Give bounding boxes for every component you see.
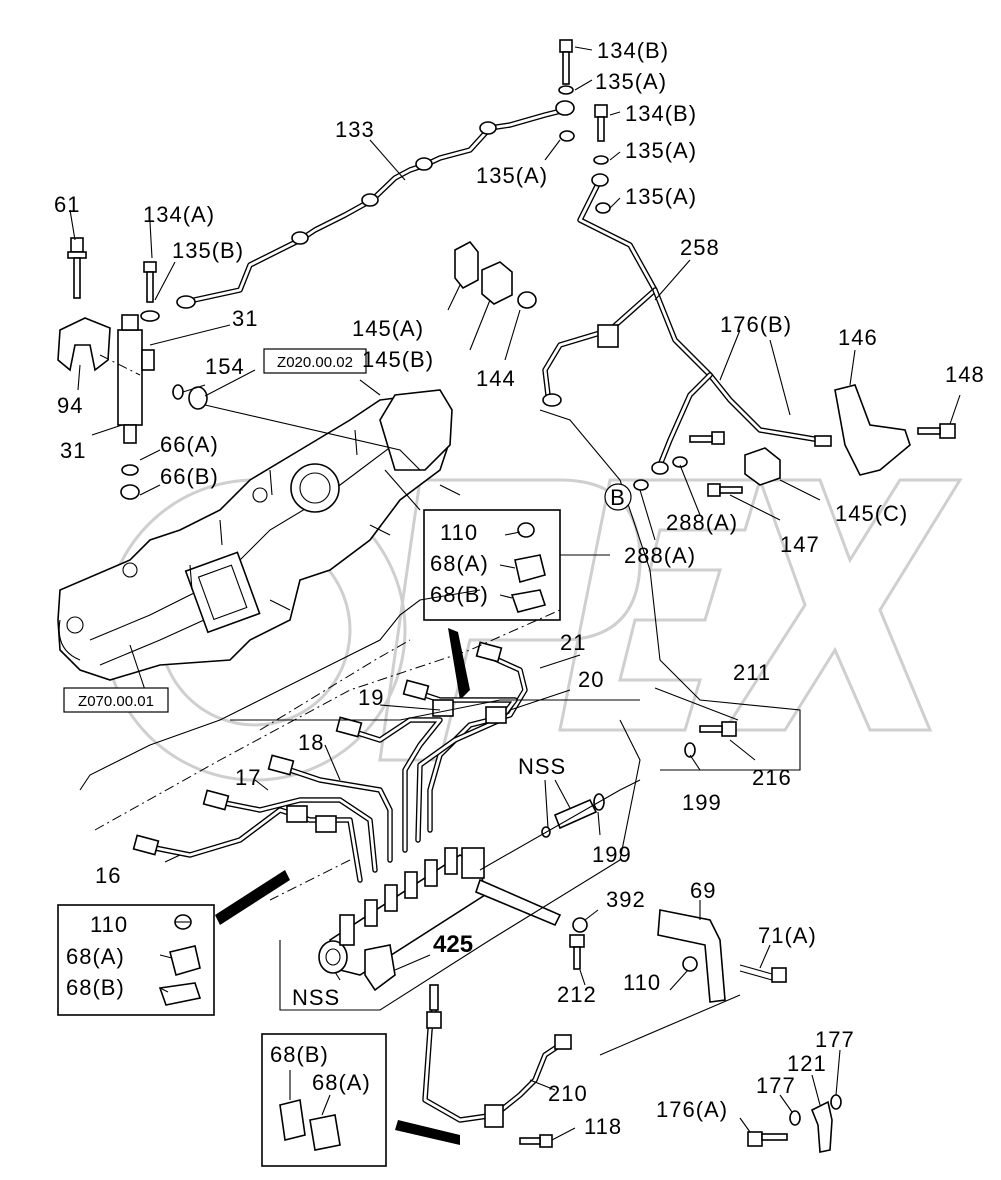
callout2-label-68b: 68(B)	[66, 975, 125, 1000]
label-110: 110	[623, 970, 661, 995]
label-212: 212	[557, 982, 597, 1007]
label-176b: 176(B)	[720, 312, 792, 337]
label-147: 147	[780, 532, 820, 557]
label-121: 121	[787, 1051, 827, 1076]
callout-box-3-labels: 68(B) 68(A)	[270, 1042, 371, 1095]
callout2-label-68a: 68(A)	[66, 944, 125, 969]
banjo-fittings	[176, 100, 575, 309]
label-148: 148	[945, 362, 985, 387]
label-145a: 145(A)	[352, 316, 424, 341]
leader-lines	[69, 46, 961, 1141]
label-145b: 145(B)	[362, 347, 434, 372]
label-210: 210	[548, 1081, 588, 1106]
bolt-216	[684, 721, 737, 758]
label-69: 69	[690, 878, 716, 903]
reference-z020-text: Z020.00.02	[277, 354, 353, 371]
part-labels: 61 94 31 31 154 134(A) 135(B) 66(A) 66(B…	[54, 38, 985, 1139]
label-288a-1: 288(A)	[666, 510, 738, 535]
bracket-69	[657, 909, 787, 1003]
marker-b: B	[604, 483, 632, 511]
return-pipe-210	[422, 984, 572, 1148]
callout3-label-68b: 68(B)	[270, 1042, 329, 1067]
label-176a: 176(A)	[656, 1097, 728, 1122]
label-18: 18	[298, 730, 324, 755]
nss-plug	[541, 793, 605, 838]
label-66b: 66(B)	[160, 464, 219, 489]
label-177-2: 177	[756, 1073, 796, 1098]
callout2-label-110: 110	[90, 912, 128, 937]
label-71a: 71(A)	[758, 923, 817, 948]
label-211: 211	[733, 660, 771, 685]
reference-z070-text: Z070.00.01	[78, 693, 154, 710]
label-216: 216	[752, 765, 792, 790]
label-199-2: 199	[592, 842, 632, 867]
common-rail	[318, 847, 562, 992]
callout-box-1-labels: 110 68(A) 68(B)	[430, 520, 489, 607]
label-258: 258	[680, 235, 720, 260]
bolts-288	[633, 431, 781, 497]
callout3-label-68a: 68(A)	[312, 1070, 371, 1095]
label-146: 146	[838, 325, 878, 350]
label-145c: 145(C)	[835, 501, 908, 526]
label-61: 61	[54, 192, 80, 217]
label-20: 20	[578, 667, 604, 692]
label-288a-2: 288(A)	[624, 543, 696, 568]
marker-b-text: B	[610, 485, 626, 510]
exhaust-manifold	[57, 389, 461, 681]
label-134b-2: 134(B)	[625, 101, 697, 126]
injector-assembly	[57, 237, 208, 500]
label-134b-1: 134(B)	[597, 38, 669, 63]
callout-box-3	[261, 1033, 460, 1167]
label-134a: 134(A)	[143, 202, 215, 227]
callout-box-2-labels: 110 68(A) 68(B)	[66, 912, 128, 1000]
label-31-lower: 31	[60, 438, 86, 463]
fuel-pipe-258	[542, 173, 832, 475]
label-19: 19	[358, 685, 384, 710]
clip-parts-top	[454, 240, 537, 309]
label-135b: 135(B)	[172, 238, 244, 263]
label-118: 118	[584, 1114, 622, 1139]
label-392: 392	[606, 887, 646, 912]
manifold-studs	[189, 429, 461, 611]
label-135a-1: 135(A)	[595, 69, 667, 94]
label-135a-2: 135(A)	[476, 163, 548, 188]
callout1-label-68a: 68(A)	[430, 551, 489, 576]
label-nss-2: NSS	[292, 985, 340, 1010]
callout1-label-110: 110	[440, 520, 478, 545]
label-154: 154	[205, 354, 245, 379]
callout1-label-68b: 68(B)	[430, 582, 489, 607]
label-199-1: 199	[682, 790, 722, 815]
phantom-lines	[79, 404, 801, 1056]
label-144: 144	[476, 366, 516, 391]
callout-box-1	[423, 509, 561, 700]
label-17: 17	[235, 765, 261, 790]
label-135a-4: 135(A)	[625, 184, 697, 209]
pipe-nuts	[132, 641, 503, 856]
reference-z020[interactable]: Z020.00.02	[263, 348, 367, 374]
label-177-1: 177	[815, 1027, 855, 1052]
bolt-212	[569, 917, 588, 970]
label-nss-1: NSS	[518, 754, 566, 779]
label-133: 133	[335, 117, 375, 142]
injection-pipes	[132, 641, 528, 883]
bracket-146	[834, 384, 956, 476]
label-16: 16	[95, 863, 121, 888]
label-135a-3: 135(A)	[625, 138, 697, 163]
label-425: 425	[433, 931, 473, 958]
label-94: 94	[57, 393, 83, 418]
reference-z070[interactable]: Z070.00.01	[63, 687, 169, 713]
label-21: 21	[560, 630, 586, 655]
label-66a: 66(A)	[160, 432, 219, 457]
leak-off-pipe	[176, 39, 611, 309]
callout-box-2	[57, 870, 290, 1016]
fitting-121	[747, 1094, 842, 1153]
label-31-upper: 31	[232, 306, 258, 331]
